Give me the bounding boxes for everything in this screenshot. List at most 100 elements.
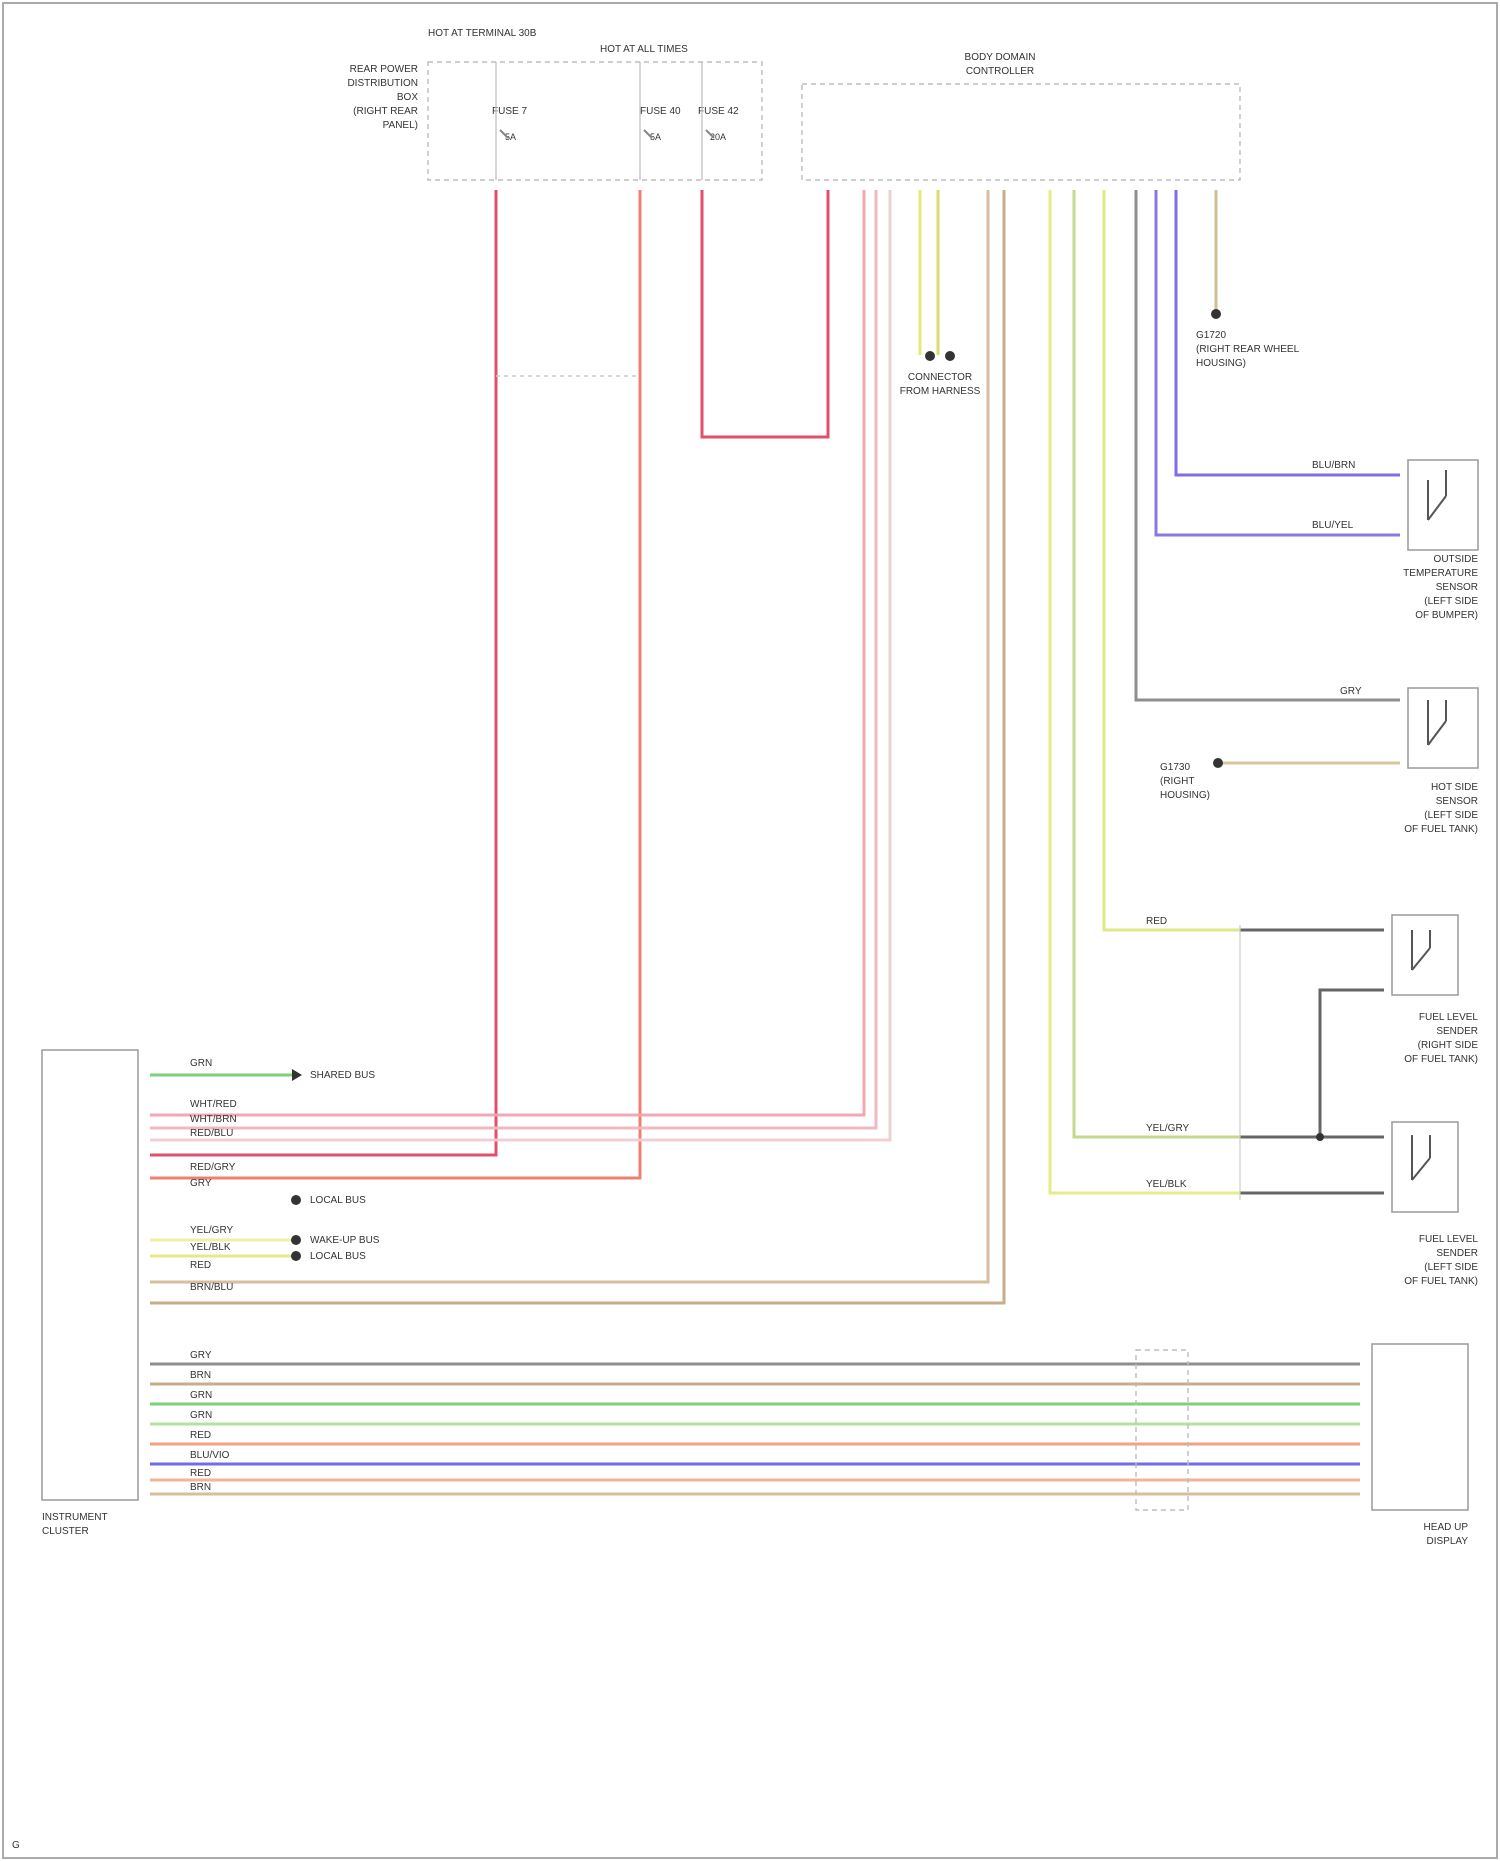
fuse-2-label: FUSE 40 bbox=[640, 106, 681, 117]
connector-dot-1-icon bbox=[925, 351, 935, 361]
wire-label-yel-gry: YEL/GRY bbox=[1146, 1123, 1189, 1134]
fuse-box-label-3: BOX bbox=[397, 92, 418, 103]
wire-label-l5: RED/GRY bbox=[190, 1162, 236, 1173]
fuel-level-sender-right: RED FUEL LEVEL SENDER (RIGHT SIDE OF FUE… bbox=[1146, 915, 1478, 1137]
fuel-level-sender-left: YEL/GRY YEL/BLK FUEL LEVEL SENDER (LEFT … bbox=[1146, 925, 1478, 1287]
wire-label-gry: GRY bbox=[1340, 686, 1362, 697]
sensor-4-line-2: SENDER bbox=[1436, 1248, 1478, 1259]
ground-top-label-2: (RIGHT REAR WHEEL bbox=[1196, 344, 1300, 355]
side-label-3: WAKE-UP BUS bbox=[310, 1235, 380, 1246]
fuse-box-label-5: PANEL) bbox=[383, 120, 418, 131]
ground-top-label-3: HOUSING) bbox=[1196, 358, 1246, 369]
temp-sensor-box bbox=[1408, 460, 1478, 550]
hot-side-sensor: G1730 (RIGHT HOUSING) GRY HOT SIDE SENSO… bbox=[1160, 686, 1478, 835]
sensor-4-line-3: (LEFT SIDE bbox=[1424, 1262, 1478, 1273]
sensor-2-line-1: HOT SIDE bbox=[1431, 782, 1478, 793]
sensor-3-line-1: FUEL LEVEL bbox=[1419, 1012, 1479, 1023]
ground-mid-label-1: G1730 bbox=[1160, 762, 1190, 773]
sensor-1-line-2: TEMPERATURE bbox=[1403, 568, 1478, 579]
wire-label-l6: GRY bbox=[190, 1178, 212, 1189]
control-module-outline bbox=[802, 84, 1240, 180]
side-label-2: LOCAL BUS bbox=[310, 1195, 366, 1206]
wire-label-l9: RED bbox=[190, 1260, 211, 1271]
fuse-box-title-2: HOT AT ALL TIMES bbox=[600, 44, 688, 55]
connector-top-mid: CONNECTOR FROM HARNESS bbox=[900, 351, 981, 397]
wire-label-l7: YEL/GRY bbox=[190, 1225, 233, 1236]
sensor-2-line-2: SENSOR bbox=[1436, 796, 1478, 807]
fuel-sender-1-icon bbox=[1412, 930, 1430, 970]
wire-red-blu bbox=[150, 190, 890, 1140]
sensor-4-line-1: FUEL LEVEL bbox=[1419, 1234, 1479, 1245]
outside-temperature-sensor: BLU/BRN BLU/YEL OUTSIDE TEMPERATURE SENS… bbox=[1312, 460, 1478, 621]
bus-label-2: BRN bbox=[190, 1370, 211, 1381]
temp-sensor-icon bbox=[1428, 470, 1446, 520]
sensor-1-line-1: OUTSIDE bbox=[1434, 554, 1479, 565]
wire-label-l2: WHT/RED bbox=[190, 1099, 237, 1110]
bus-label-1: GRY bbox=[190, 1350, 212, 1361]
wire-label-t2: BLU/YEL bbox=[1312, 520, 1354, 531]
wire-violet-1 bbox=[1156, 190, 1400, 535]
wire-label-l8: YEL/BLK bbox=[190, 1242, 231, 1253]
sensor-1-line-4: (LEFT SIDE bbox=[1424, 596, 1478, 607]
wire-fuse2-salmon bbox=[150, 190, 640, 1178]
wire-wht-red bbox=[150, 190, 864, 1115]
bus-label-7: RED bbox=[190, 1468, 211, 1479]
fuse-bus-lines bbox=[496, 62, 702, 180]
wire-label-t1: BLU/BRN bbox=[1312, 460, 1355, 471]
footer-code: G bbox=[12, 1840, 20, 1851]
sensor-1-line-5: OF BUMPER) bbox=[1415, 610, 1478, 621]
wire-wht-brn bbox=[150, 190, 876, 1128]
wire-tan-1 bbox=[150, 190, 988, 1282]
cluster-label-2: CLUSTER bbox=[42, 1526, 89, 1537]
sensor-3-line-2: SENDER bbox=[1436, 1026, 1478, 1037]
fuse-box-outline bbox=[428, 62, 762, 180]
fuse-box-label-1: REAR POWER bbox=[350, 64, 418, 75]
ground-mid-dot-icon bbox=[1213, 758, 1223, 768]
fuse-box: HOT AT TERMINAL 30B HOT AT ALL TIMES REA… bbox=[347, 28, 762, 180]
bus-label-5: RED bbox=[190, 1430, 211, 1441]
bus-label-3: GRN bbox=[190, 1390, 212, 1401]
sensor-1-line-3: SENSOR bbox=[1436, 582, 1478, 593]
hud-label-1: HEAD UP bbox=[1424, 1522, 1469, 1533]
fuse-3-label: FUSE 42 bbox=[698, 106, 739, 117]
connector-dot-2-icon bbox=[945, 351, 955, 361]
local-bus-dot-icon bbox=[291, 1195, 301, 1205]
local-bus-2-dot-icon bbox=[291, 1251, 301, 1261]
bus-label-8: BRN bbox=[190, 1482, 211, 1493]
wire-label-yel-red: RED bbox=[1146, 916, 1167, 927]
fuel-sender-2-box bbox=[1392, 1122, 1458, 1212]
wire-fuse1-red bbox=[150, 190, 496, 1155]
fuse-box-label-2: DISTRIBUTION bbox=[347, 78, 418, 89]
sensor-2-line-3: (LEFT SIDE bbox=[1424, 810, 1478, 821]
connector-top-label-2: FROM HARNESS bbox=[900, 386, 981, 397]
wire-label-l4: RED/BLU bbox=[190, 1128, 233, 1139]
hud-label-2: DISPLAY bbox=[1427, 1536, 1469, 1547]
fuel-sender-2-icon bbox=[1412, 1135, 1430, 1180]
ground-top-label-1: G1720 bbox=[1196, 330, 1226, 341]
control-module: BODY DOMAIN CONTROLLER bbox=[802, 52, 1240, 180]
side-label-4: LOCAL BUS bbox=[310, 1251, 366, 1262]
wire-fuse3-loop bbox=[702, 190, 828, 437]
sensor-3-line-3: (RIGHT SIDE bbox=[1418, 1040, 1479, 1051]
wire-gray-fs1-b bbox=[1320, 990, 1384, 1137]
hud-box bbox=[1372, 1344, 1468, 1510]
sensor-2-line-4: OF FUEL TANK) bbox=[1404, 824, 1478, 835]
cluster-box bbox=[42, 1050, 138, 1500]
splice-dot-icon bbox=[1316, 1133, 1324, 1141]
wire-label-yel-blk: YEL/BLK bbox=[1146, 1179, 1187, 1190]
bus-label-6: BLU/VIO bbox=[190, 1450, 230, 1461]
hot-sensor-icon bbox=[1428, 700, 1446, 745]
control-module-title-2: CONTROLLER bbox=[966, 66, 1034, 77]
head-up-display-module: HEAD UP DISPLAY bbox=[1372, 1344, 1468, 1547]
wire-yel-red bbox=[1104, 190, 1240, 930]
ground-mid-label-2: (RIGHT bbox=[1160, 776, 1194, 787]
arrow-right-icon bbox=[292, 1069, 302, 1081]
connector-top-label-1: CONNECTOR bbox=[908, 372, 972, 383]
fuse-box-label-4: (RIGHT REAR bbox=[353, 106, 418, 117]
wires-vertical bbox=[150, 190, 1400, 1303]
bottom-bus: GRY BRN GRN GRN RED BLU/VIO RED BRN bbox=[150, 1350, 1360, 1510]
control-module-title-1: BODY DOMAIN bbox=[965, 52, 1036, 63]
wire-label-l10: BRN/BLU bbox=[190, 1282, 233, 1293]
ground-top-right: G1720 (RIGHT REAR WHEEL HOUSING) bbox=[1196, 309, 1300, 369]
